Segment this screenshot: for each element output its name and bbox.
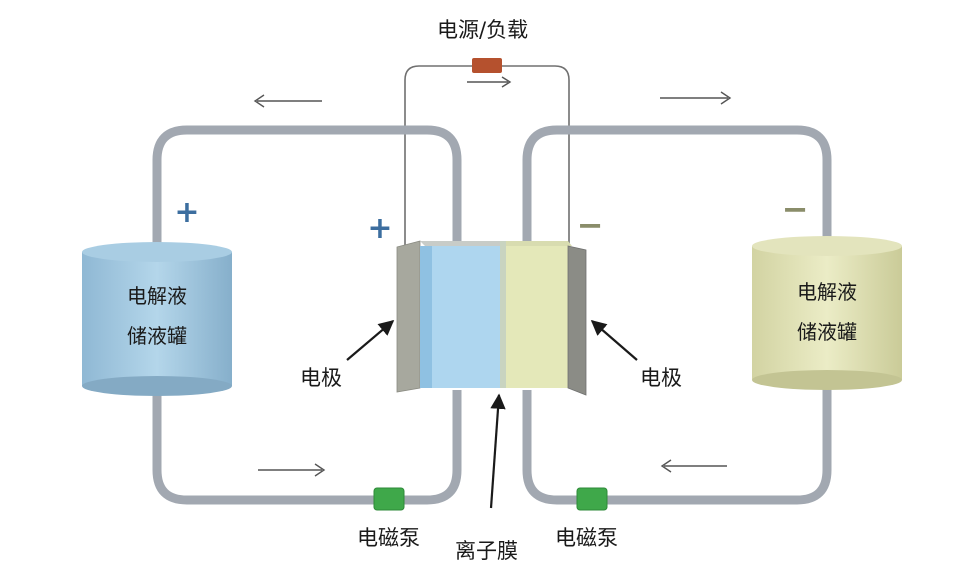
- pipes: [152, 125, 832, 505]
- cell-left-polarity: +: [367, 211, 392, 246]
- flow-arrows: [253, 76, 732, 477]
- right-tank-label-line2: 储液罐: [797, 320, 857, 344]
- pump-right-label: 电磁泵: [555, 526, 618, 550]
- negative-half-cell: [506, 246, 568, 388]
- arrow-right-top-icon: [660, 91, 732, 105]
- arrow-current-icon: [467, 76, 512, 88]
- pointer-membrane-icon: [489, 393, 506, 509]
- membrane-label: 离子膜: [455, 539, 518, 563]
- electrode-right: [567, 245, 587, 396]
- diagram-title: 电源/负载: [437, 18, 529, 42]
- resistor-icon: [472, 58, 502, 73]
- pointer-electrode-left-icon: [346, 320, 395, 361]
- electrode-left: [396, 240, 421, 393]
- left-tank: [82, 242, 232, 396]
- electrode-right-label: 电极: [640, 366, 682, 390]
- pump-right-icon: [576, 487, 608, 511]
- cell-right-polarity: −: [577, 206, 604, 244]
- right-tank: [752, 236, 902, 390]
- pump-left-label: 电磁泵: [357, 526, 420, 550]
- right-tank-label-line1: 电解液: [797, 280, 857, 304]
- ion-membrane: [500, 241, 506, 388]
- pump-left-icon: [373, 487, 405, 511]
- arrow-left-bottom-icon: [258, 463, 326, 477]
- electrochemical-cell: [396, 240, 587, 396]
- left-tank-label-line2: 储液罐: [127, 324, 187, 348]
- electrode-left-label: 电极: [300, 366, 342, 390]
- pointer-arrows: [346, 319, 638, 509]
- external-circuit: [404, 65, 570, 245]
- right-tank-polarity: −: [782, 190, 809, 228]
- pointer-electrode-right-icon: [590, 319, 638, 361]
- positive-half-cell: [420, 246, 500, 388]
- arrow-left-top-icon: [253, 94, 322, 108]
- left-tank-label-line1: 电解液: [127, 284, 187, 308]
- left-tank-polarity: +: [174, 195, 199, 230]
- arrow-right-bottom-icon: [660, 459, 727, 473]
